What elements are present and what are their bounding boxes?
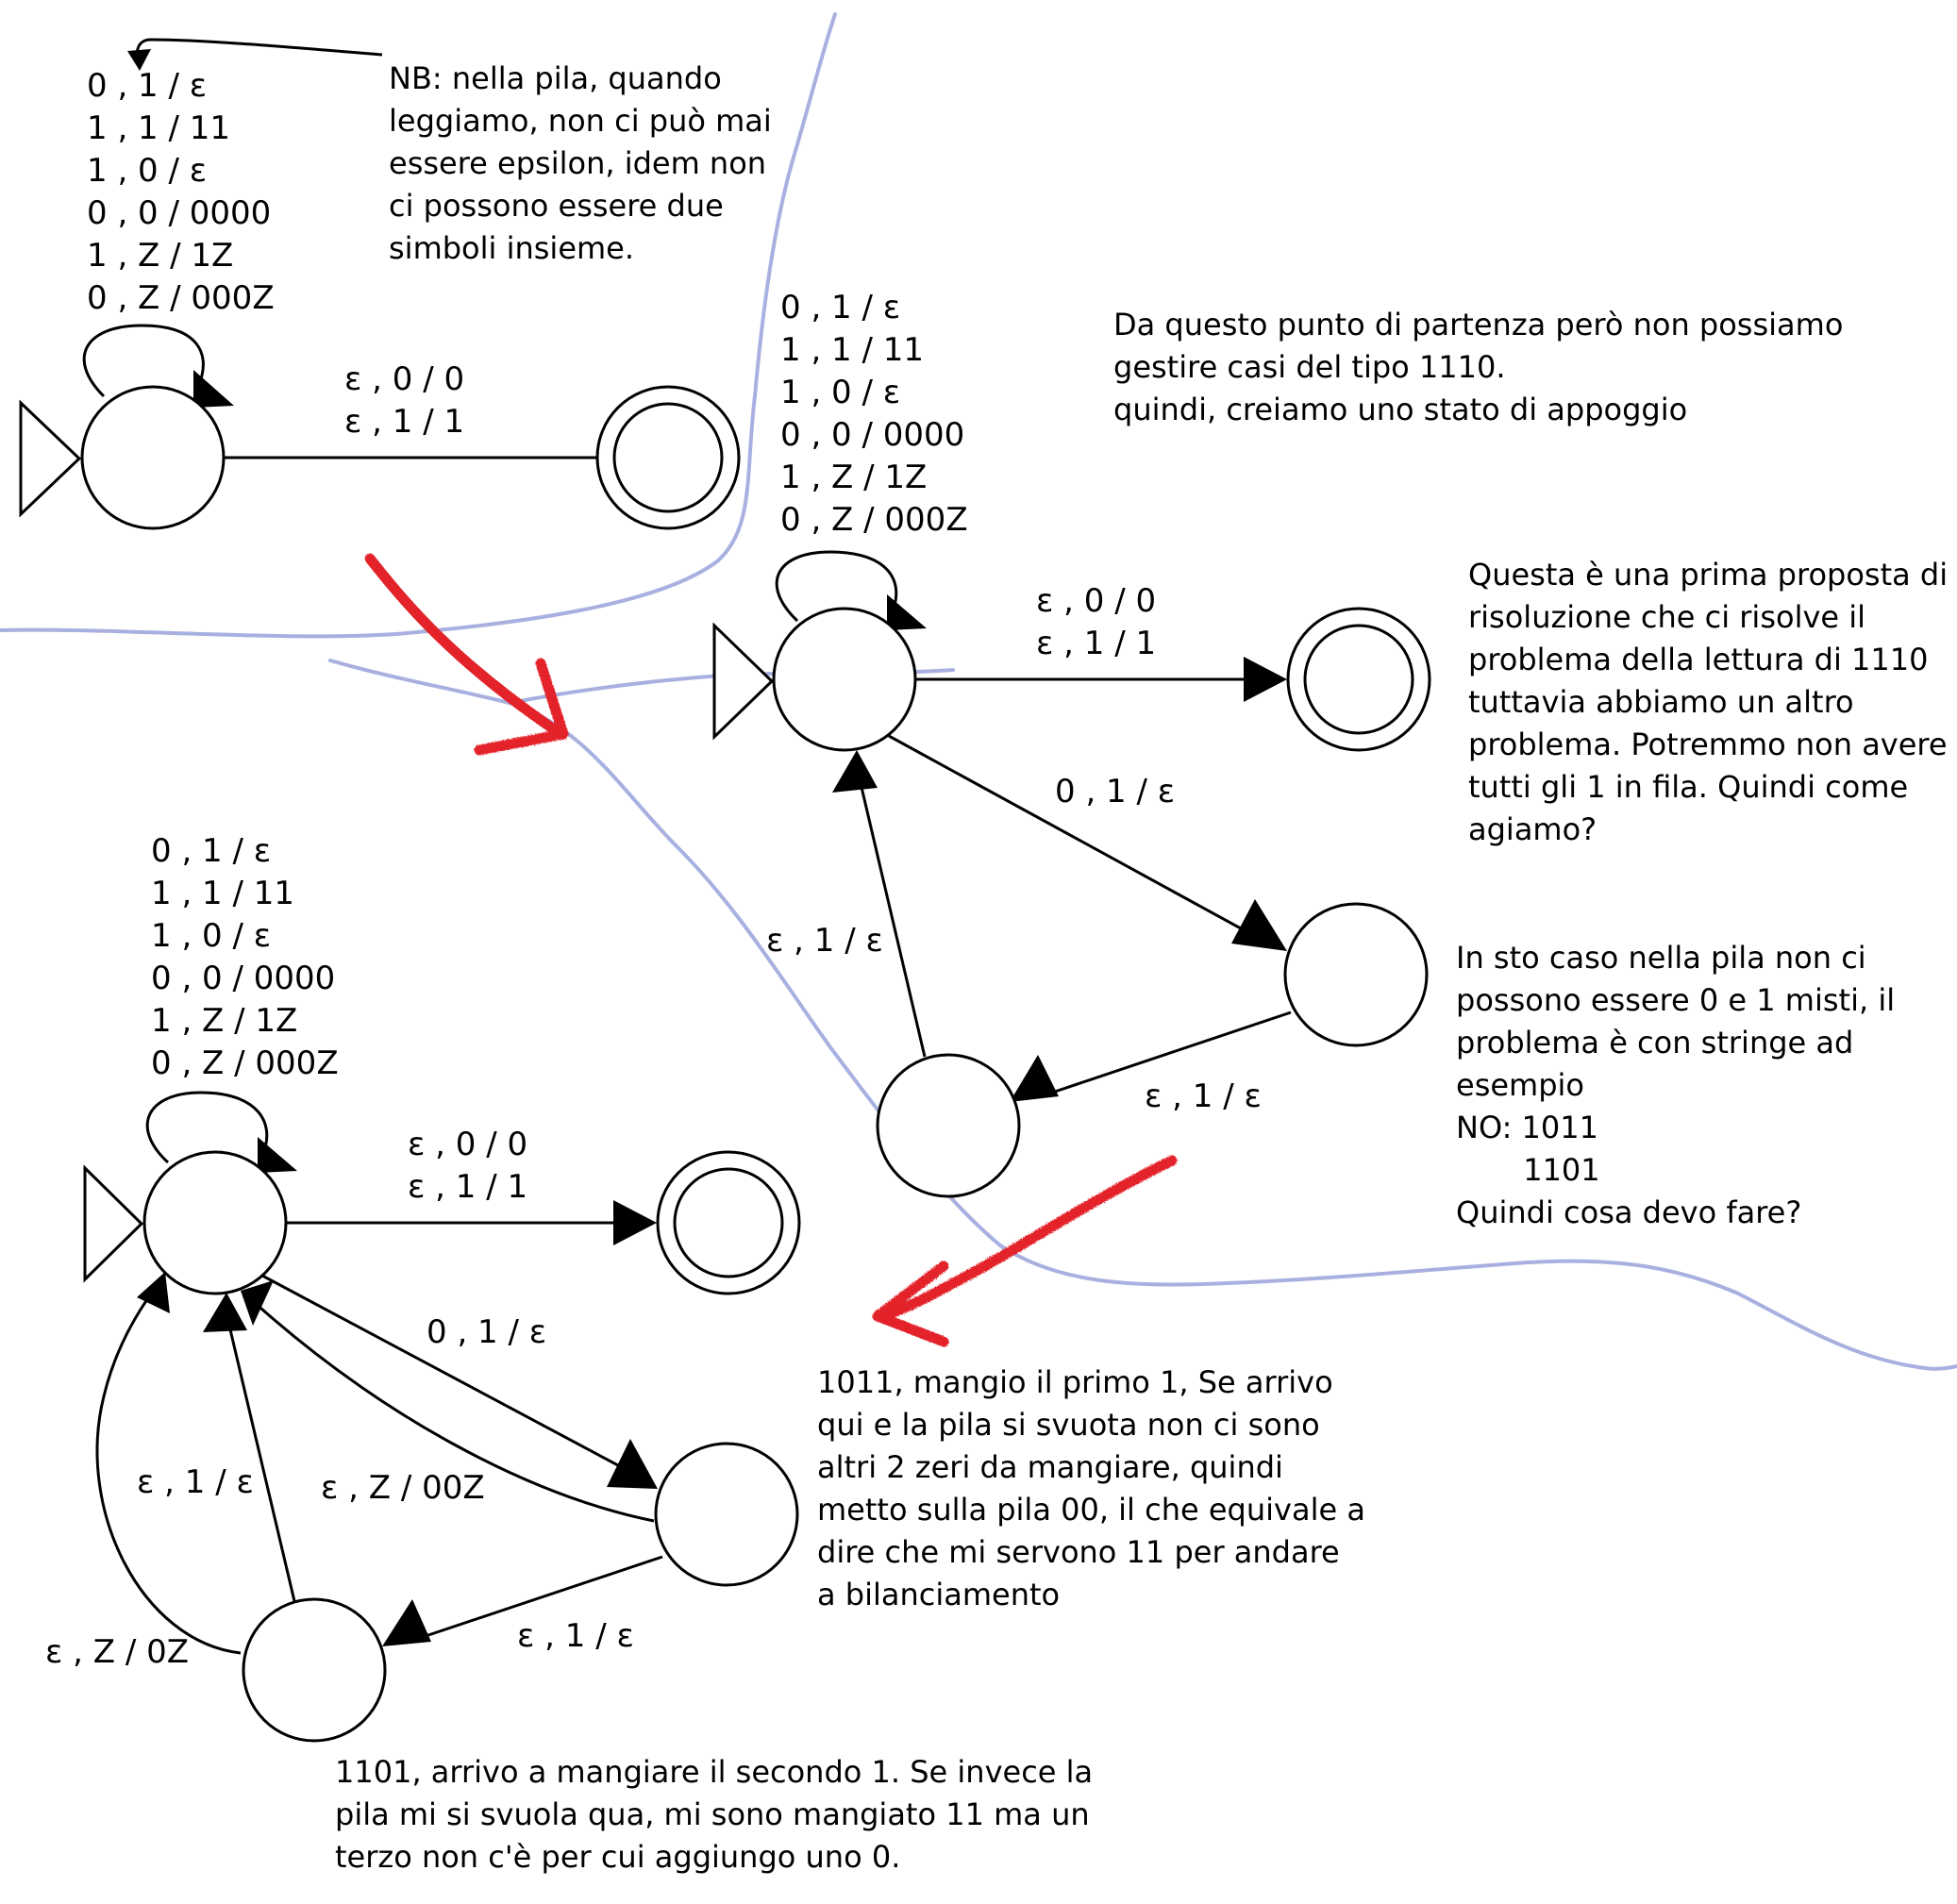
d2-edge-start-aux-head bbox=[1231, 899, 1287, 951]
d2-edge-aux-aux2-head bbox=[1010, 1055, 1059, 1102]
d3-edge-aux2-start bbox=[227, 1325, 296, 1602]
note-pointer-arrow-head bbox=[127, 49, 151, 71]
d3-edge-start-aux-head bbox=[607, 1439, 658, 1489]
d2-aux2-state bbox=[876, 1053, 1021, 1198]
d1-accept-state-outer bbox=[595, 385, 741, 530]
d3-edge-aux-aux2-label: ε , 1 / ε bbox=[517, 1617, 634, 1655]
d3-accept-edge-label: ε , 0 / 0 ε , 1 / 1 bbox=[408, 1126, 538, 1206]
d2-edge-aux2-start-head bbox=[832, 750, 878, 793]
d3-self-loop bbox=[145, 1091, 269, 1164]
d1-accept-edge-label: ε , 0 / 0 ε , 1 / 1 bbox=[344, 360, 475, 441]
red-arrow-1 bbox=[364, 553, 562, 737]
d2-accept-state-inner bbox=[1303, 624, 1414, 735]
d3-edge-aux2-start-z-label: ε , Z / 0Z bbox=[45, 1633, 189, 1671]
d3-self-loop-rules: 0 , 1 / ε 1 , 1 / 11 1 , 0 / ε 0 , 0 / 0… bbox=[151, 832, 345, 1082]
d3-aux2-state bbox=[242, 1597, 387, 1743]
d2-edge-aux2-start bbox=[859, 782, 927, 1058]
red-arrow-2 bbox=[877, 1155, 1178, 1322]
d3-self-loop-head bbox=[258, 1137, 297, 1173]
d2-accept-edge-head bbox=[1244, 657, 1287, 702]
d2-edge-start-aux bbox=[888, 734, 1261, 941]
d1-start-state bbox=[80, 385, 226, 530]
d3-edge-aux-aux2 bbox=[422, 1555, 663, 1639]
diagram-1: 0 , 1 / ε 1 , 1 / 11 1 , 0 / ε 0 , 0 / 0… bbox=[19, 38, 781, 530]
d1-start-marker bbox=[19, 399, 82, 518]
d3-edge-aux-start-z-label: ε , Z / 00Z bbox=[321, 1469, 485, 1507]
d3-aux-state bbox=[654, 1442, 799, 1587]
d1-accept-state-inner bbox=[612, 402, 724, 513]
d3-accept-state-outer bbox=[656, 1150, 801, 1295]
d3-edge-start-aux-label: 0 , 1 / ε bbox=[427, 1313, 546, 1351]
d3-edge-aux-start-z bbox=[242, 1291, 655, 1523]
d2-accept-edge-label: ε , 0 / 0 ε , 1 / 1 bbox=[1036, 582, 1166, 662]
d3-edge-aux2-start-head bbox=[203, 1293, 247, 1332]
d2-self-loop bbox=[775, 550, 898, 623]
d2-aux-state bbox=[1283, 902, 1429, 1047]
note-top-right: Da questo punto di partenza però non pos… bbox=[1113, 307, 1853, 427]
d3-accept-edge-head bbox=[613, 1200, 657, 1245]
d2-edge-aux-aux2 bbox=[1051, 1010, 1292, 1094]
d2-edge-start-aux-label: 0 , 1 / ε bbox=[1055, 773, 1175, 810]
d3-edge-aux-start-z-head bbox=[241, 1280, 274, 1326]
d2-start-state bbox=[772, 607, 917, 752]
divider-top-left bbox=[0, 12, 837, 639]
note-bottom-middle: 1011, mangio il primo 1, Se arrivo qui e… bbox=[817, 1364, 1375, 1612]
d1-self-loop-rules: 0 , 1 / ε 1 , 1 / 11 1 , 0 / ε 0 , 0 / 0… bbox=[87, 67, 281, 317]
d3-start-marker bbox=[83, 1164, 144, 1283]
d1-self-loop bbox=[82, 324, 205, 398]
note-right-2: In sto caso nella pila non ci possono es… bbox=[1456, 940, 1895, 1230]
d2-start-marker bbox=[712, 622, 775, 741]
note-bottom: 1101, arrivo a mangiare il secondo 1. Se… bbox=[335, 1754, 1102, 1875]
diagram-3: 0 , 1 / ε 1 , 1 / 11 1 , 0 / ε 0 , 0 / 0… bbox=[45, 832, 801, 1743]
d3-edge-start-aux bbox=[261, 1274, 631, 1474]
d3-start-state bbox=[142, 1150, 288, 1295]
d1-self-loop-head bbox=[193, 370, 234, 408]
d3-edge-aux2-start-label: ε , 1 / ε bbox=[137, 1463, 254, 1501]
d2-edge-aux-aux2-label: ε , 1 / ε bbox=[1145, 1077, 1262, 1115]
nb-note: NB: nella pila, quando leggiamo, non ci … bbox=[389, 60, 781, 266]
red-arrow-2-head bbox=[872, 1261, 949, 1347]
note-right-1: Questa è una prima proposta di risoluzio… bbox=[1468, 557, 1957, 847]
d2-self-loop-head bbox=[887, 594, 927, 630]
divider-middle bbox=[328, 659, 1957, 1371]
note-pointer-arrow bbox=[135, 38, 383, 58]
d3-edge-aux-aux2-head bbox=[382, 1599, 431, 1646]
d3-accept-state-inner bbox=[673, 1167, 784, 1278]
diagram-2: 0 , 1 / ε 1 , 1 / 11 1 , 0 / ε 0 , 0 / 0… bbox=[712, 289, 1431, 1198]
d3-edge-aux2-start-z-head bbox=[137, 1272, 170, 1313]
red-arrows bbox=[364, 553, 1178, 1347]
d2-self-loop-rules: 0 , 1 / ε 1 , 1 / 11 1 , 0 / ε 0 , 0 / 0… bbox=[780, 289, 975, 539]
red-arrow-1-head bbox=[474, 658, 569, 756]
d2-accept-state-outer bbox=[1286, 607, 1431, 752]
d3-edge-aux2-start-z bbox=[95, 1280, 242, 1655]
d2-edge-aux2-start-label: ε , 1 / ε bbox=[766, 922, 883, 960]
